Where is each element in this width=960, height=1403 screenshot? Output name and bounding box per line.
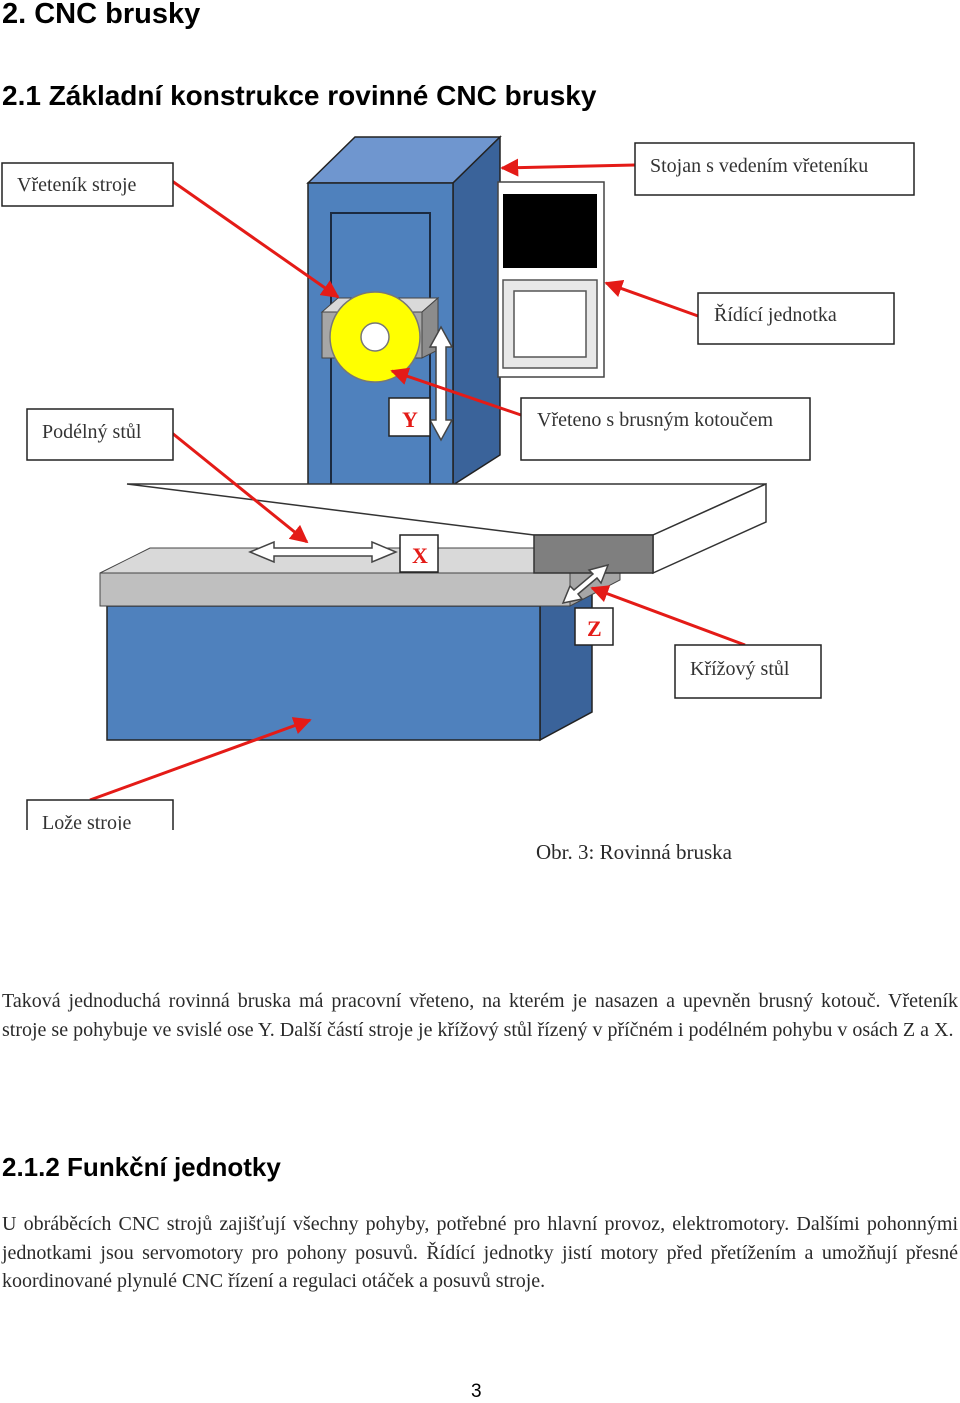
label-vretenik: Vřeteník stroje xyxy=(1,162,174,207)
control-unit xyxy=(497,181,605,378)
control-screen xyxy=(503,194,597,268)
machine-bed xyxy=(106,578,593,742)
svg-text:Řídící jednotka: Řídící jednotka xyxy=(714,303,837,326)
z-axis-arrow xyxy=(561,563,610,605)
svg-text:Podélný stůl: Podélný stůl xyxy=(42,421,142,443)
svg-text:Křížový stůl: Křížový stůl xyxy=(690,658,790,680)
body-paragraph-1: Taková jednoduchá rovinná bruska má prac… xyxy=(2,990,958,1041)
subsection-heading: 2.1.2 Funkční jednotky xyxy=(2,1152,281,1182)
chapter-heading: 2. CNC brusky xyxy=(2,0,201,30)
cross-table xyxy=(99,547,621,607)
svg-text:Z: Z xyxy=(587,616,602,641)
y-axis-arrow xyxy=(428,325,454,442)
label-podelny: Podélný stůl xyxy=(26,408,174,461)
longitudinal-table xyxy=(126,482,767,575)
x-axis-arrow xyxy=(248,540,398,564)
section-heading: 2.1 Základní konstrukce rovinné CNC brus… xyxy=(2,80,597,111)
spindle-assembly xyxy=(320,291,440,383)
label-x-axis: X xyxy=(399,534,439,573)
body-paragraph-2: U obráběcích CNC strojů zajišťují všechn… xyxy=(2,1213,958,1292)
svg-text:Lože stroje: Lože stroje xyxy=(42,812,132,830)
figure-caption: Obr. 3: Rovinná bruska xyxy=(536,840,732,864)
label-ridici: Řídící jednotka xyxy=(697,292,895,345)
label-y-axis: Y xyxy=(388,397,431,437)
svg-text:Vřeteno s brusným kotoučem: Vřeteno s brusným kotoučem xyxy=(537,409,774,431)
callout-arrows xyxy=(89,158,746,802)
label-loze: Lože stroje xyxy=(26,799,174,830)
label-z-axis: Z xyxy=(574,607,614,646)
svg-text:Y: Y xyxy=(402,407,418,432)
svg-text:Vřeteník stroje: Vřeteník stroje xyxy=(17,174,137,196)
page-number: 3 xyxy=(471,1381,482,1402)
label-stojan: Stojan s vedením vřeteníku xyxy=(634,142,915,196)
svg-text:X: X xyxy=(412,543,428,568)
label-vreteno: Vřeteno s brusným kotoučem xyxy=(520,397,811,461)
svg-text:Stojan s vedením vřeteníku: Stojan s vedením vřeteníku xyxy=(650,155,868,177)
grinder-diagram: Vřeteník stroje Stojan s vedením vřetení… xyxy=(1,135,915,830)
label-krizovy: Křížový stůl xyxy=(674,644,822,699)
